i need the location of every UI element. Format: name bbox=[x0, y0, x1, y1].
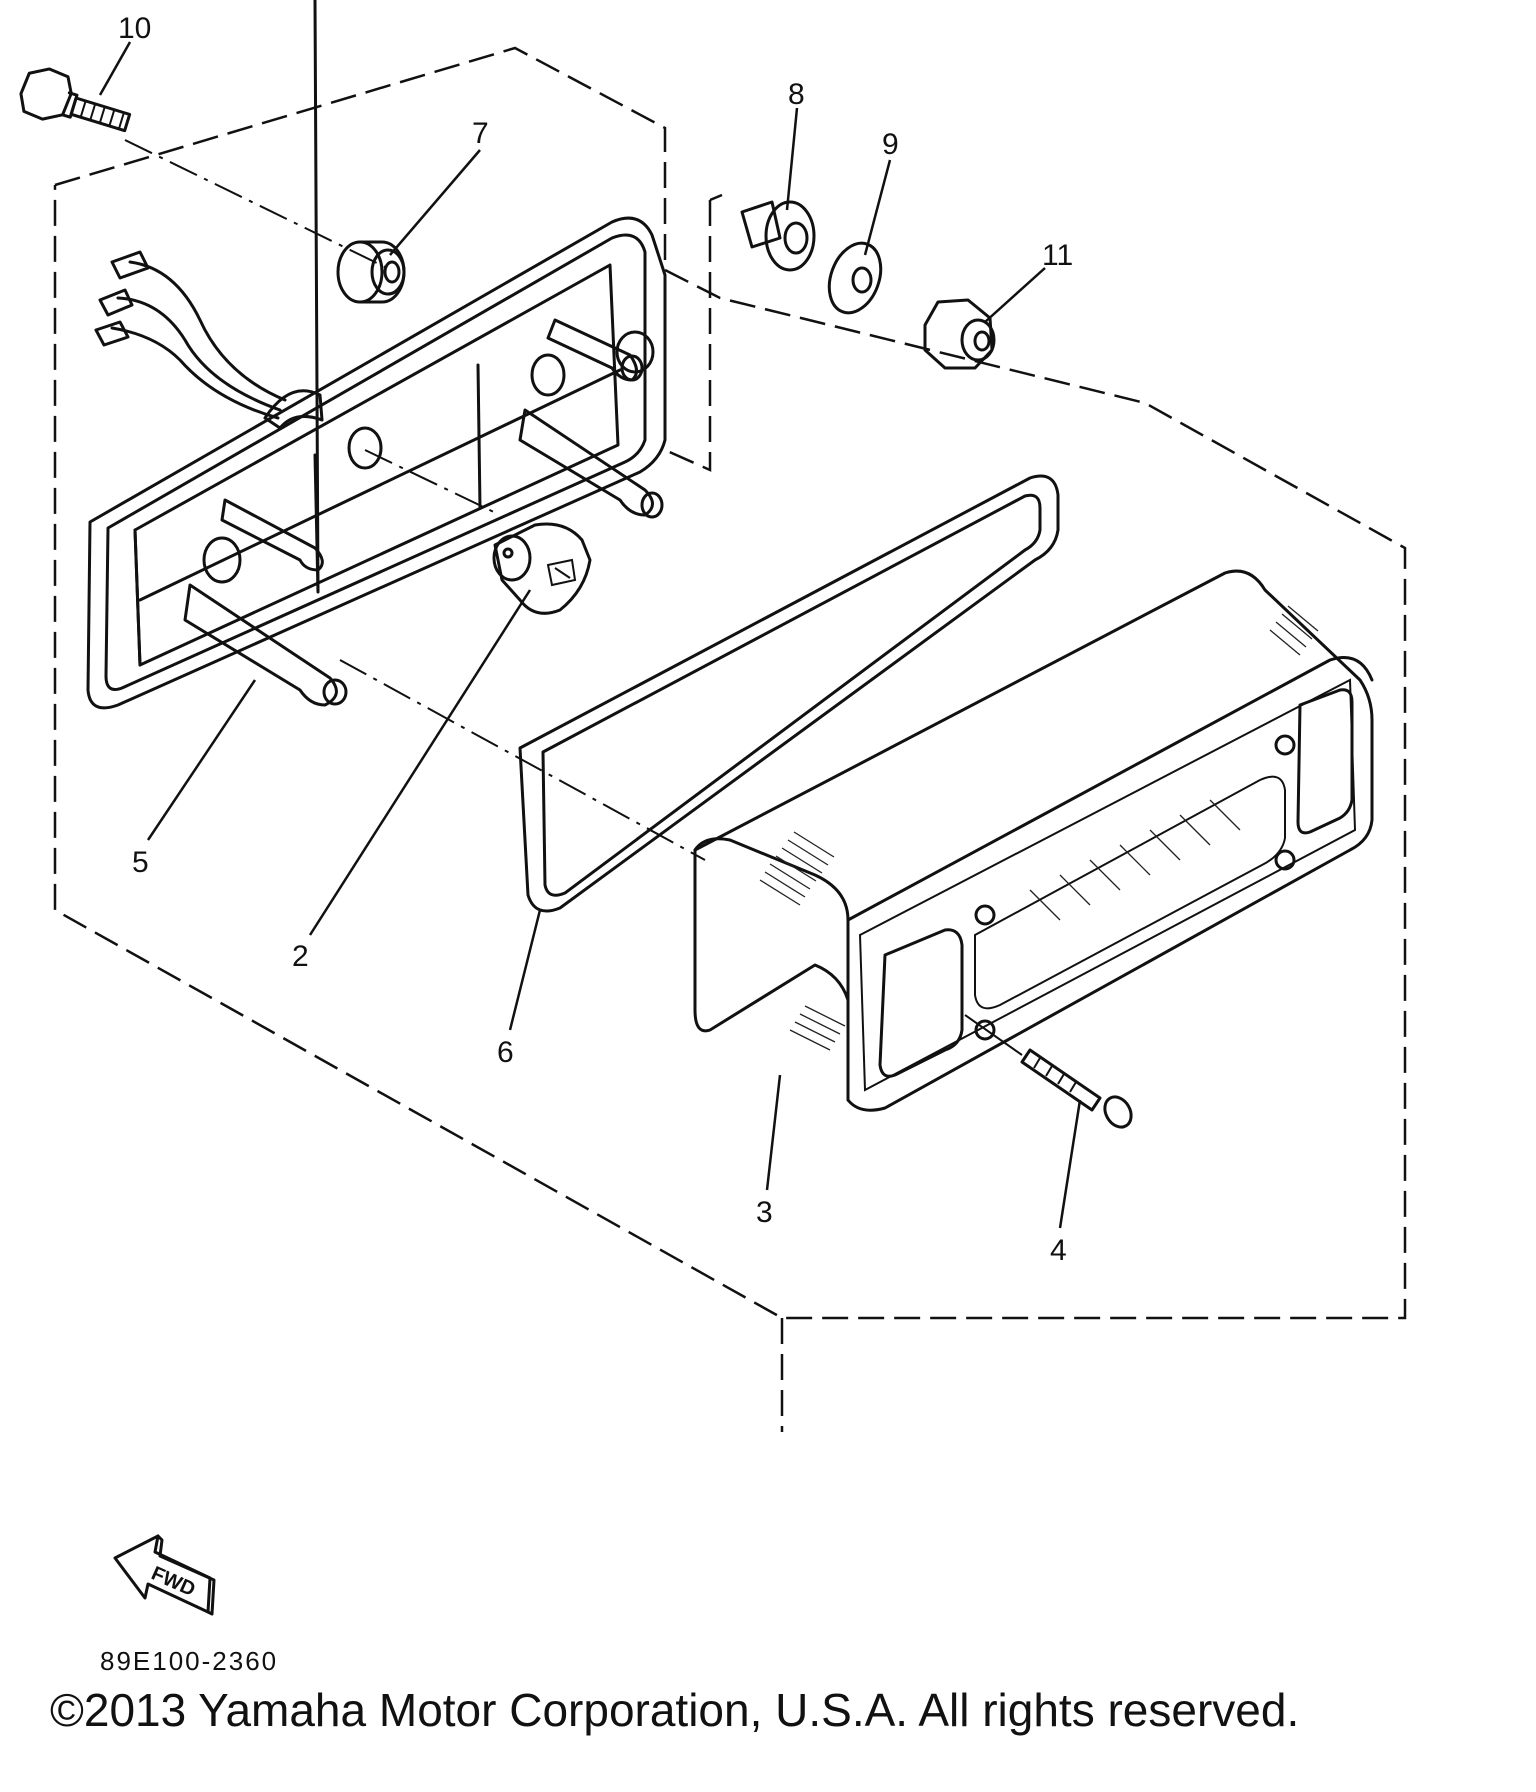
callout-9: 9 bbox=[882, 128, 899, 161]
callout-11: 11 bbox=[1042, 239, 1073, 272]
washer-part-9 bbox=[827, 241, 883, 315]
collar-part-8 bbox=[740, 200, 816, 272]
drawing-code: 89E100-2360 bbox=[100, 1646, 279, 1676]
callout-4: 4 bbox=[1050, 1234, 1067, 1267]
center-lines bbox=[124, 139, 706, 861]
grommet-part-7 bbox=[336, 240, 406, 304]
callout-5: 5 bbox=[132, 846, 149, 879]
nut-part-11 bbox=[923, 298, 996, 370]
assembly-boundary bbox=[53, 46, 1407, 1432]
gasket-part-6 bbox=[518, 474, 1060, 913]
bolt-part-10 bbox=[19, 67, 132, 133]
wiring-leads bbox=[94, 250, 287, 420]
callout-3: 3 bbox=[756, 1196, 773, 1229]
lamp-housing-part-5 bbox=[86, 0, 667, 710]
callout-numbers: 10 7 8 9 11 5 2 6 3 4 bbox=[118, 12, 1073, 1267]
callout-2: 2 bbox=[292, 940, 309, 973]
copyright-notice: ©2013 Yamaha Motor Corporation, U.S.A. A… bbox=[50, 1684, 1300, 1736]
fwd-arrow-icon: FWD bbox=[113, 1534, 216, 1616]
bulb-part-2 bbox=[492, 522, 592, 615]
callout-7: 7 bbox=[472, 117, 489, 150]
callout-10: 10 bbox=[118, 12, 151, 45]
callout-8: 8 bbox=[788, 78, 805, 111]
callout-6: 6 bbox=[497, 1036, 514, 1069]
leader-lines bbox=[98, 41, 1082, 1229]
lens-shading bbox=[759, 605, 1319, 1051]
lens-part-3 bbox=[693, 569, 1374, 1112]
screw-part-4 bbox=[964, 1014, 1133, 1129]
